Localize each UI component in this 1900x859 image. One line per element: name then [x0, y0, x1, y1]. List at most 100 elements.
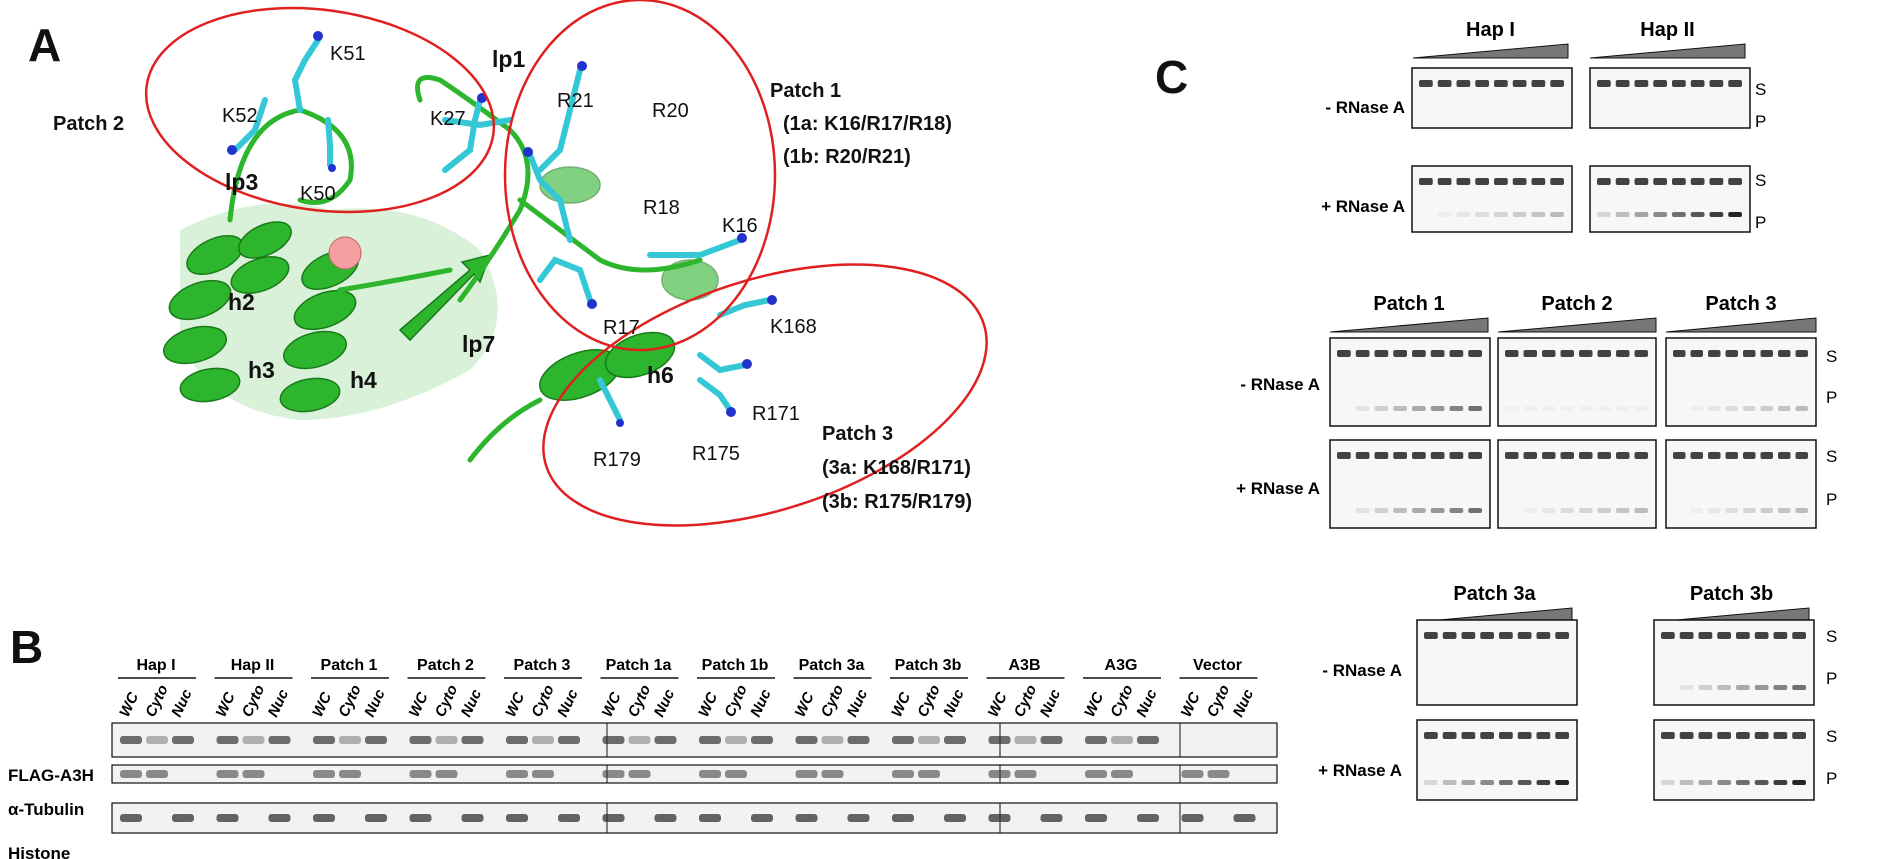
substrate-band — [1555, 632, 1569, 639]
substrate-band — [1597, 350, 1611, 357]
label-k50: K50 — [300, 183, 336, 205]
patch3-ellipse — [542, 263, 988, 527]
product-band — [1792, 685, 1806, 690]
label-r179: R179 — [593, 449, 641, 471]
patch2-ellipse — [144, 6, 496, 214]
product-marker: P — [1826, 769, 1837, 788]
substrate-band — [1374, 350, 1389, 357]
substrate-band — [1393, 452, 1407, 459]
substrate-band — [1679, 632, 1694, 639]
substrate-band — [1736, 732, 1750, 739]
product-band — [1792, 780, 1806, 785]
substrate-band — [1728, 178, 1742, 185]
blot-band — [313, 770, 335, 778]
blot-group-12: Vector — [1193, 657, 1242, 674]
substrate-band — [1499, 632, 1513, 639]
product-band — [1616, 508, 1630, 513]
lane-label: Cyto — [335, 682, 364, 719]
lane-label: WC — [502, 689, 528, 720]
patch3-title: Patch 3 — [822, 423, 893, 445]
blot-band — [216, 736, 239, 744]
lane-label: Nuc — [554, 686, 582, 719]
blot-band — [988, 736, 1011, 744]
product-band — [1542, 406, 1556, 411]
blot-band — [628, 736, 651, 744]
lane-label: Nuc — [361, 686, 389, 719]
substrate-band — [1512, 80, 1527, 87]
label-h4: h4 — [350, 367, 377, 393]
product-band — [1717, 685, 1731, 690]
blot-band — [120, 814, 142, 822]
product-band — [1795, 406, 1808, 411]
substrate-band — [1743, 350, 1756, 357]
blot-group-6: Patch 1a — [606, 657, 672, 674]
label-lp7: lp7 — [462, 331, 495, 357]
product-marker: P — [1826, 490, 1837, 509]
gel-title: Patch 3a — [1453, 583, 1536, 605]
blot-band — [558, 814, 580, 822]
substrate-band — [1480, 732, 1494, 739]
label-k16: K16 — [722, 215, 758, 237]
blot-band — [654, 736, 677, 744]
blot-band — [216, 814, 239, 822]
product-band — [1725, 406, 1738, 411]
label-h2: h2 — [228, 289, 255, 315]
substrate-band — [1517, 632, 1532, 639]
substrate-band — [1634, 178, 1649, 185]
product-band — [1480, 780, 1494, 785]
product-marker: P — [1755, 112, 1766, 131]
blot-group-11: A3G — [1105, 657, 1138, 674]
blot-group-3: Patch 1 — [321, 657, 378, 674]
blot-band — [654, 814, 677, 822]
blot-band — [532, 770, 554, 778]
substrate-band — [1728, 80, 1742, 87]
blot-band — [751, 814, 773, 822]
substrate-band — [1690, 80, 1705, 87]
product-band — [1536, 780, 1551, 785]
product-band — [1690, 406, 1703, 411]
product-band — [1579, 508, 1593, 513]
gel-box — [1411, 67, 1573, 129]
blot-band — [268, 814, 291, 822]
product-band — [1717, 780, 1731, 785]
plus-rnase-label: + RNase A — [1318, 761, 1402, 780]
gel-box — [1665, 337, 1817, 427]
product-band — [1778, 406, 1791, 411]
blot-band — [1085, 770, 1107, 778]
substrate-band — [1792, 632, 1806, 639]
product-band — [1468, 406, 1482, 411]
product-band — [1560, 508, 1574, 513]
concentration-wedge — [1412, 43, 1569, 59]
gel-box — [1665, 439, 1817, 529]
blot-band — [944, 814, 966, 822]
blot-row-label: α-Tubulin — [8, 800, 84, 819]
blot-strip — [111, 722, 1278, 758]
blot-band — [506, 770, 528, 778]
product-band — [1743, 406, 1756, 411]
gel-box — [1653, 619, 1815, 706]
substrate-band — [1536, 632, 1551, 639]
blot-band — [1040, 736, 1063, 744]
product-band — [1512, 212, 1527, 217]
product-marker: P — [1755, 213, 1766, 232]
product-band — [1517, 780, 1532, 785]
blot-band — [172, 736, 194, 744]
blot-band — [558, 736, 580, 744]
lane-label: WC — [792, 689, 818, 720]
product-band — [1616, 406, 1630, 411]
gel-box — [1497, 439, 1657, 529]
product-band — [1743, 508, 1756, 513]
lane-label: WC — [599, 689, 625, 720]
substrate-band — [1523, 350, 1537, 357]
patch3-sub-a: (3a: K168/R171) — [822, 457, 971, 479]
lane-label: WC — [406, 689, 432, 720]
blot-band — [506, 814, 528, 822]
substrate-band — [1505, 350, 1519, 357]
blot-band — [1181, 814, 1204, 822]
product-band — [1773, 685, 1788, 690]
substrate-band — [1542, 350, 1556, 357]
blot-band — [1040, 814, 1063, 822]
lane-label: Cyto — [1107, 682, 1136, 719]
